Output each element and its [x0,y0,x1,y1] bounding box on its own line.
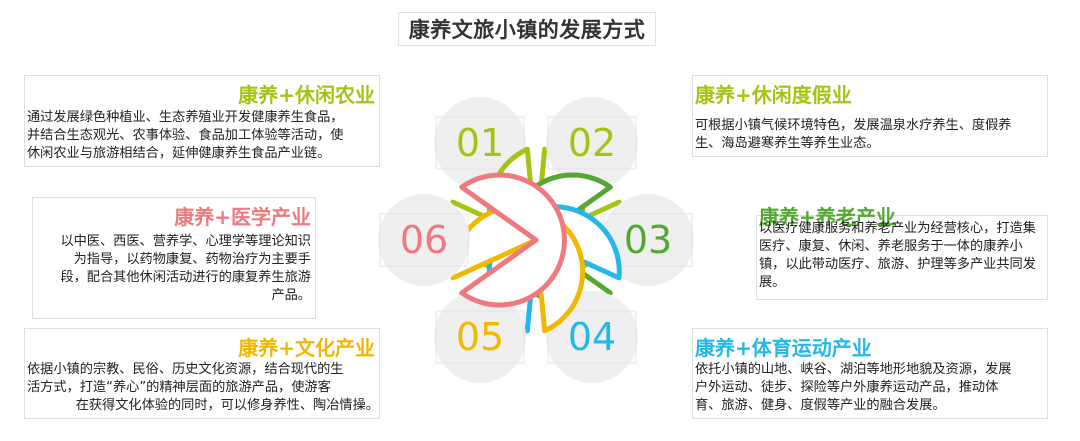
card-leisure-vacation: 康养+休闲度假业 可根据小镇气候环境特色，发展温泉水疗养生、度假养 生、海岛避寒… [692,75,1048,157]
petal-number-frame [547,116,637,170]
description-line: 通过发展绿色种植业、生态养殖业开发健康养生食品， [27,110,344,125]
petal-number-frame [379,213,469,267]
card-elderly-care: 康养+养老产业 以医疗健康服务和养老产业为经营核心，打造集 医疗、康复、休闲、养… [756,205,1048,300]
petal-number-frame [547,310,637,364]
card-heading: 康养+医学产业 [174,205,311,229]
description-line: 镇，以此带动医疗、旅游、护理等多产业共同发 [759,257,1036,272]
card-medical: 康养+医学产业 以中医、西医、营养学、心理学等理论知识 为指导，以药物康复、药物… [32,197,316,319]
card-description: 以医疗健康服务和养老产业为经营核心，打造集 医疗、康复、休闲、养老服务于一体的康… [759,220,1047,292]
petal-disc [602,194,694,286]
petal-number-frame [435,310,525,364]
petal-number: 05 [456,315,504,359]
petal-disc [378,194,470,286]
card-heading: 康养+休闲农业 [238,83,375,107]
description-line: 以中医、西医、营养学、心理学等理论知识 [60,234,311,249]
description-line: 户外运动、徒步、探险等户外康养运动产品，推动体 [695,380,999,395]
card-heading: 康养+体育运动产业 [695,336,872,360]
card-description: 通过发展绿色种植业、生态养殖业开发健康养生食品， 并结合生态观光、农事体验、食品… [27,109,379,163]
petal-outline [459,172,567,308]
card-description: 可根据小镇气候环境特色，发展温泉水疗养生、度假养 生、海岛避寒养生等养生业态。 [695,117,1047,153]
card-description: 以中医、西医、营养学、心理学等理论知识 为指导，以药物康复、药物治疗为主要手 段… [31,233,311,305]
card-leisure-agriculture: 康养+休闲农业 通过发展绿色种植业、生态养殖业开发健康养生食品， 并结合生态观光… [24,75,380,167]
card-description: 依据小镇的宗教、民俗、历史文化资源，结合现代的生 活方式，打造“养心”的精神层面… [27,361,379,415]
description-line: 育、旅游、健身、度假等产业的融合发展。 [695,398,946,413]
petal-number: 01 [456,121,504,165]
description-line: 产品。 [271,288,311,303]
card-description: 依托小镇的山地、峡谷、湖泊等地形地貌及资源，发展 户外运动、徒步、探险等户外康养… [695,361,1045,415]
description-line: 展。 [759,275,786,290]
description-line: 以医疗健康服务和养老产业为经营核心，打造集 [759,221,1036,236]
petal-disc [434,291,526,383]
page-title: 康养文旅小镇的发展方式 [398,12,656,46]
description-line: 医疗、康复、休闲、养老服务于一体的康养小 [759,239,1023,254]
description-line: 休闲农业与旅游相结合，延伸健康养生食品产业链。 [27,146,331,161]
description-line: 可根据小镇气候环境特色，发展温泉水疗养生、度假养 [695,118,1012,133]
petal-number: 04 [568,315,616,359]
description-line: 段，配合其他休闲活动进行的康复养生旅游 [60,270,311,285]
petal-number: 02 [568,121,616,165]
card-culture: 康养+文化产业 依据小镇的宗教、民俗、历史文化资源，结合现代的生 活方式，打造“… [24,328,380,419]
description-line: 在获得文化体验的同时，可以修身养性、陶冶情操。 [75,398,379,413]
petal-number: 03 [624,218,672,262]
description-line: 为指导，以药物康复、药物治疗为主要手 [73,252,311,267]
description-line: 依据小镇的宗教、民俗、历史文化资源，结合现代的生 [27,362,344,377]
card-heading: 康养+休闲度假业 [695,83,852,107]
card-sports: 康养+体育运动产业 依托小镇的山地、峡谷、湖泊等地形地貌及资源，发展 户外运动、… [692,328,1048,419]
card-heading: 康养+养老产业 [759,205,896,229]
petal-disc [546,97,638,189]
petal-number: 06 [400,218,448,262]
petal-06: 06 [378,172,567,308]
description-line: 生、海岛避寒养生等养生业态。 [695,136,880,151]
description-line: 并结合生态观光、农事体验、食品加工体验等活动，使 [27,128,344,143]
petal-number-frame [435,116,525,170]
description-line: 依托小镇的山地、峡谷、湖泊等地形地貌及资源，发展 [695,362,1012,377]
description-line: 活方式，打造“养心”的精神层面的旅游产品，使游客 [27,380,331,395]
card-heading: 康养+文化产业 [238,336,375,360]
